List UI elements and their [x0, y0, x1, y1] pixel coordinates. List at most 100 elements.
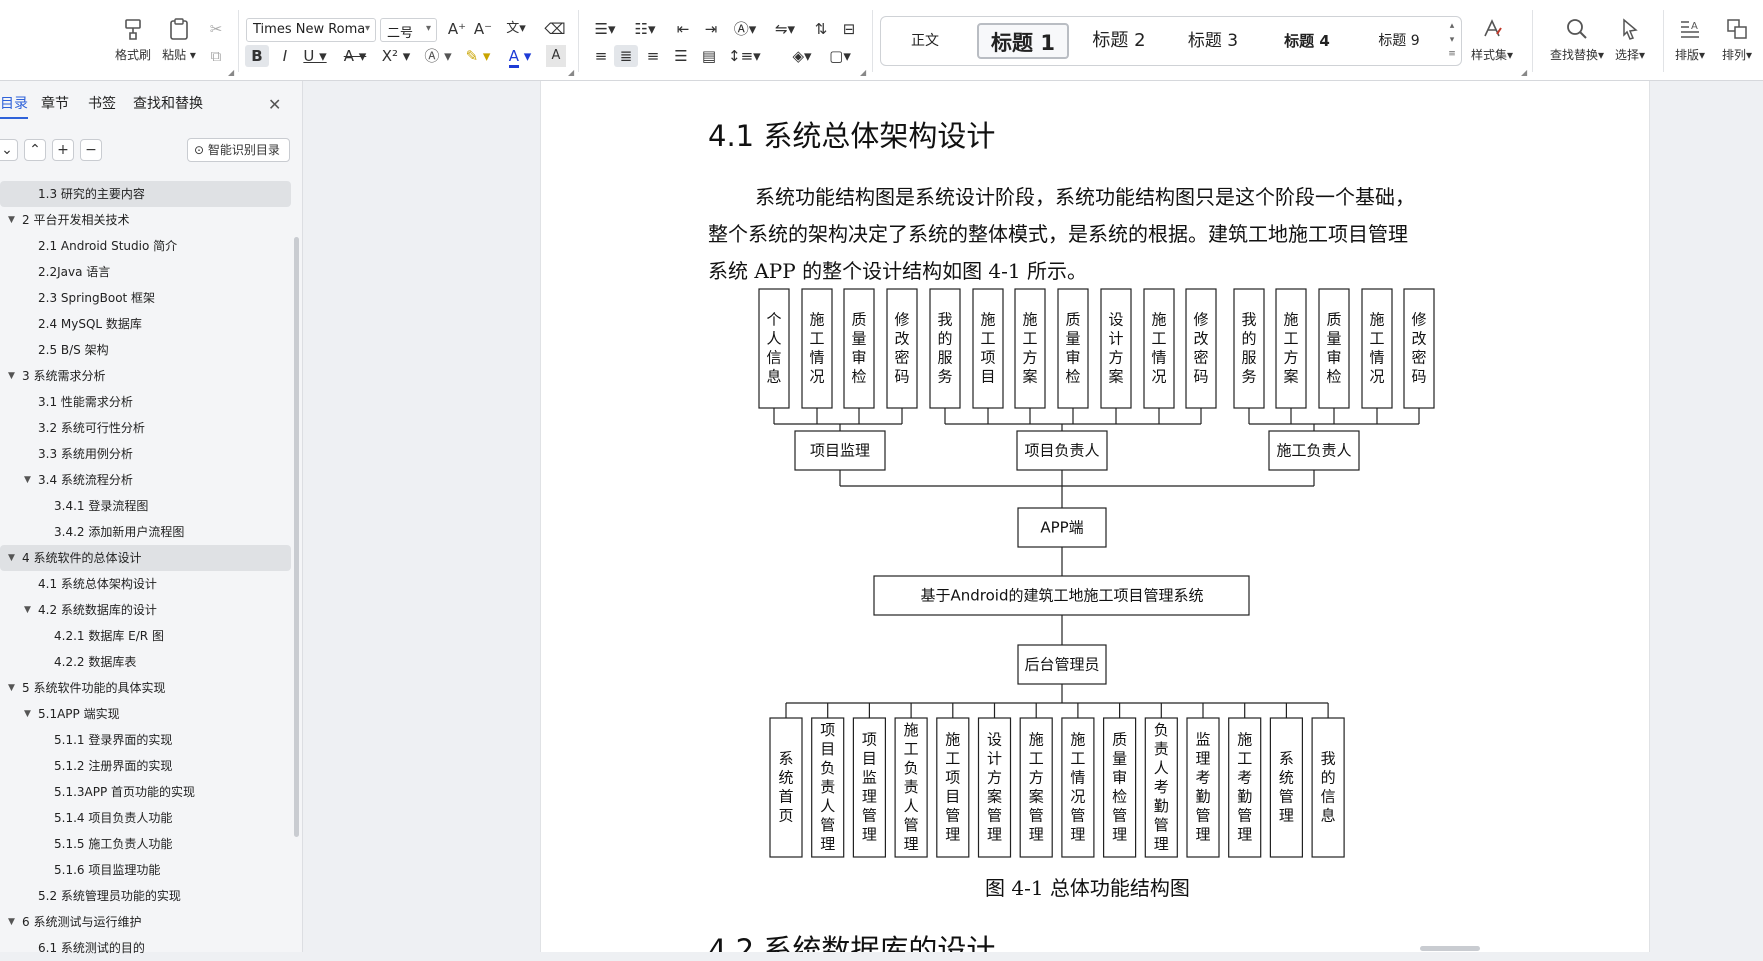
find-replace-button[interactable]: 查找替换▾: [1545, 14, 1609, 63]
toc-item[interactable]: ▼2 平台开发相关技术: [0, 207, 295, 233]
phonetic-guide-icon[interactable]: 文▾: [506, 21, 526, 36]
horizontal-scrollbar[interactable]: [1420, 946, 1480, 951]
expand-toggle-icon[interactable]: ▼: [8, 553, 15, 563]
toc-item[interactable]: ▼3.4 系统流程分析: [0, 467, 295, 493]
toc-item[interactable]: 5.1.6 项目监理功能: [0, 857, 295, 883]
font-dialog-icon[interactable]: ◢: [568, 68, 575, 77]
text-direction-icon[interactable]: Ⓐ▾: [733, 20, 757, 38]
expand-toggle-icon[interactable]: ▼: [8, 371, 15, 381]
toc-item[interactable]: ▼5.1APP 端实现: [0, 701, 295, 727]
clear-format-icon[interactable]: ⌫: [544, 20, 566, 38]
style-normal[interactable]: 正文: [911, 33, 939, 49]
shading-icon[interactable]: ◈▾: [792, 47, 812, 65]
cut-icon[interactable]: ✂: [209, 20, 223, 38]
tab-toc[interactable]: 目录: [0, 93, 28, 119]
paragraph-dialog-icon[interactable]: ◢: [860, 68, 867, 77]
toc-item[interactable]: 3.4.1 登录流程图: [0, 493, 295, 519]
italic-button[interactable]: I: [282, 47, 288, 65]
highlight-button[interactable]: ✎ ▾: [465, 47, 491, 65]
toc-item[interactable]: 2.3 SpringBoot 框架: [0, 285, 295, 311]
expand-toggle-icon[interactable]: ▼: [8, 215, 15, 225]
tab-bookmarks[interactable]: 书签: [88, 96, 116, 112]
toc-item[interactable]: 3.1 性能需求分析: [0, 389, 295, 415]
expand-toggle-icon[interactable]: ▼: [24, 605, 31, 615]
style-heading-3[interactable]: 标题 3: [1187, 31, 1239, 51]
expand-toggle-icon[interactable]: ▼: [8, 683, 15, 693]
toc-item[interactable]: 4.1 系统总体架构设计: [0, 571, 295, 597]
sort-icon[interactable]: ⇅: [814, 20, 828, 38]
border-icon[interactable]: ▢▾: [829, 47, 851, 65]
style-heading-1[interactable]: 标题 1: [977, 23, 1069, 59]
bold-button[interactable]: B: [245, 45, 269, 67]
toc-item[interactable]: 2.2Java 语言: [0, 259, 295, 285]
chevron-down-icon[interactable]: ▾: [1449, 35, 1455, 45]
grow-font-icon[interactable]: A⁺: [447, 20, 467, 38]
collapse-all-button[interactable]: ⌄: [0, 139, 18, 161]
toc-item[interactable]: 5.1.3APP 首页功能的实现: [0, 779, 295, 805]
toc-item[interactable]: ▼6 系统测试与运行维护: [0, 909, 295, 935]
add-heading-button[interactable]: +: [52, 139, 74, 161]
clipboard-dialog-icon[interactable]: ◢: [228, 68, 235, 77]
toc-item[interactable]: 6.1 系统测试的目的: [0, 935, 295, 961]
select-button[interactable]: 选择▾: [1606, 14, 1654, 63]
increase-indent-icon[interactable]: ⇥: [704, 20, 718, 38]
style-set-button[interactable]: 样式集▾: [1467, 14, 1517, 63]
font-color-button[interactable]: A ▾: [504, 45, 536, 68]
strikethrough-button[interactable]: A ▾: [343, 47, 367, 65]
remove-heading-button[interactable]: −: [80, 139, 102, 161]
toc-item[interactable]: ▼5 系统软件功能的具体实现: [0, 675, 295, 701]
line-break-icon[interactable]: ⇋▾: [774, 20, 796, 38]
toc-item[interactable]: ▼4.2 系统数据库的设计: [0, 597, 295, 623]
toc-item[interactable]: ▼3 系统需求分析: [0, 363, 295, 389]
tab-chapters[interactable]: 章节: [41, 96, 69, 112]
more-icon[interactable]: ≡: [1448, 49, 1456, 59]
expand-toggle-icon[interactable]: ▼: [24, 709, 31, 719]
paste-button[interactable]: 粘贴 ▾: [154, 14, 204, 63]
show-marks-icon[interactable]: ⊟: [842, 20, 856, 38]
chevron-up-icon[interactable]: ▴: [1449, 21, 1455, 31]
toc-item[interactable]: 3.2 系统可行性分析: [0, 415, 295, 441]
toc-item[interactable]: ▼4 系统软件的总体设计: [0, 545, 291, 571]
line-spacing-icon[interactable]: ↕≡▾: [728, 47, 761, 65]
styles-dialog-icon[interactable]: ◢: [1521, 68, 1528, 77]
numbered-list-button[interactable]: ☷▾: [634, 20, 656, 38]
arrange-button[interactable]: 排列▾: [1713, 14, 1761, 63]
format-painter-button[interactable]: 格式刷: [108, 14, 158, 63]
layout-button[interactable]: A 排版▾: [1666, 14, 1714, 63]
underline-button[interactable]: U ▾: [303, 47, 327, 65]
toc-item[interactable]: 1.3 研究的主要内容: [0, 181, 291, 207]
toc-item[interactable]: 5.1.5 施工负责人功能: [0, 831, 295, 857]
decrease-indent-icon[interactable]: ⇤: [676, 20, 690, 38]
style-heading-4[interactable]: 标题 4: [1284, 32, 1330, 50]
toc-item[interactable]: 3.3 系统用例分析: [0, 441, 295, 467]
align-center-icon[interactable]: ≣: [614, 45, 638, 67]
copy-icon[interactable]: ⧉: [210, 47, 222, 65]
close-icon[interactable]: ✕: [268, 95, 282, 114]
style-heading-9[interactable]: 标题 9: [1378, 33, 1420, 49]
font-name-select[interactable]: Times New Roma▾: [246, 18, 376, 42]
nav-scrollbar[interactable]: [294, 237, 299, 837]
text-effect-button[interactable]: Ⓐ ▾: [424, 47, 452, 65]
toc-item[interactable]: 5.1.1 登录界面的实现: [0, 727, 295, 753]
bullet-list-button[interactable]: ☰▾: [594, 20, 616, 38]
move-up-button[interactable]: ⌃: [24, 139, 46, 161]
toc-item[interactable]: 2.5 B/S 架构: [0, 337, 295, 363]
distribute-icon[interactable]: ▤: [701, 47, 717, 65]
gallery-scroll[interactable]: ▴ ▾ ≡: [1445, 19, 1459, 61]
toc-item[interactable]: 2.1 Android Studio 简介: [0, 233, 295, 259]
justify-icon[interactable]: ☰: [674, 47, 688, 65]
toc-item[interactable]: 3.4.2 添加新用户流程图: [0, 519, 295, 545]
align-left-icon[interactable]: ≡: [594, 47, 608, 65]
expand-toggle-icon[interactable]: ▼: [8, 917, 15, 927]
smart-toc-button[interactable]: ⊙ 智能识别目录: [187, 138, 290, 162]
toc-item[interactable]: 5.2 系统管理员功能的实现: [0, 883, 295, 909]
superscript-button[interactable]: X² ▾: [381, 47, 411, 65]
align-right-icon[interactable]: ≡: [646, 47, 660, 65]
toc-item[interactable]: 4.2.1 数据库 E/R 图: [0, 623, 295, 649]
font-size-select[interactable]: 二号▾: [380, 18, 437, 42]
char-shading-button[interactable]: A: [546, 45, 566, 67]
expand-toggle-icon[interactable]: ▼: [24, 475, 31, 485]
toc-item[interactable]: 2.4 MySQL 数据库: [0, 311, 295, 337]
toc-item[interactable]: 5.1.4 项目负责人功能: [0, 805, 295, 831]
style-heading-2[interactable]: 标题 2: [1092, 30, 1146, 51]
